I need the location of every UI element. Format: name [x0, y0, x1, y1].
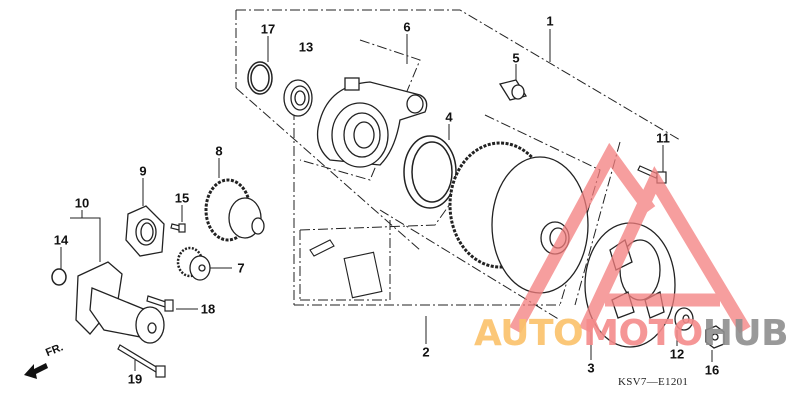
bolt-part-19: [117, 344, 166, 378]
gear-part-7: [176, 246, 211, 281]
drawing-code: KSV7—E1201: [618, 376, 689, 388]
front-arrow-icon: [24, 363, 48, 379]
callout-part-13: 13: [298, 39, 314, 55]
watermark-hub: HUB: [702, 313, 789, 354]
o-ring-part-14: [51, 268, 67, 286]
clutch-outer-gear: [448, 141, 589, 294]
seal-ring-part-4: [403, 135, 457, 209]
watermark-moto: MOTO: [583, 313, 703, 354]
callout-part-6: 6: [403, 19, 411, 35]
callout-part-19: 19: [127, 371, 143, 387]
callout-part-17: 17: [260, 21, 276, 37]
callout-part-8: 8: [215, 143, 223, 159]
starter-motor-part-10: [75, 261, 165, 344]
gear-part-8: [204, 178, 265, 242]
callout-part-5: 5: [512, 50, 520, 66]
watermark-logo-icon: [509, 142, 751, 334]
bushing-part-5: [498, 79, 528, 101]
callout-part-3: 3: [587, 360, 595, 376]
washer-part-12: [674, 307, 694, 331]
callout-part-4: 4: [445, 109, 453, 125]
cover-part-9: [125, 205, 165, 257]
callout-part-9: 9: [139, 163, 147, 179]
callout-part-14: 14: [53, 232, 69, 248]
callout-part-1: 1: [546, 13, 554, 29]
callout-part-2: 2: [422, 344, 430, 360]
bolt-part-15: [170, 223, 186, 233]
callout-part-12: 12: [669, 346, 685, 362]
nut-part-16: [705, 325, 725, 349]
clutch-housing-part-6: [316, 77, 428, 168]
bearing-part-13: [283, 79, 313, 117]
callout-part-18: 18: [200, 301, 216, 317]
circlip-part-17: [247, 61, 273, 95]
callout-part-7: 7: [237, 260, 245, 276]
bolt-part-18: [146, 295, 174, 312]
callout-part-15: 15: [174, 190, 190, 206]
callout-part-16: 16: [704, 362, 720, 378]
kit-contents: [309, 239, 383, 299]
watermark-text: AUTOMOTOHUB: [474, 313, 789, 354]
callout-part-11: 11: [656, 130, 670, 146]
watermark-auto: AUTO: [474, 313, 584, 354]
callout-part-10: 10: [74, 195, 90, 211]
